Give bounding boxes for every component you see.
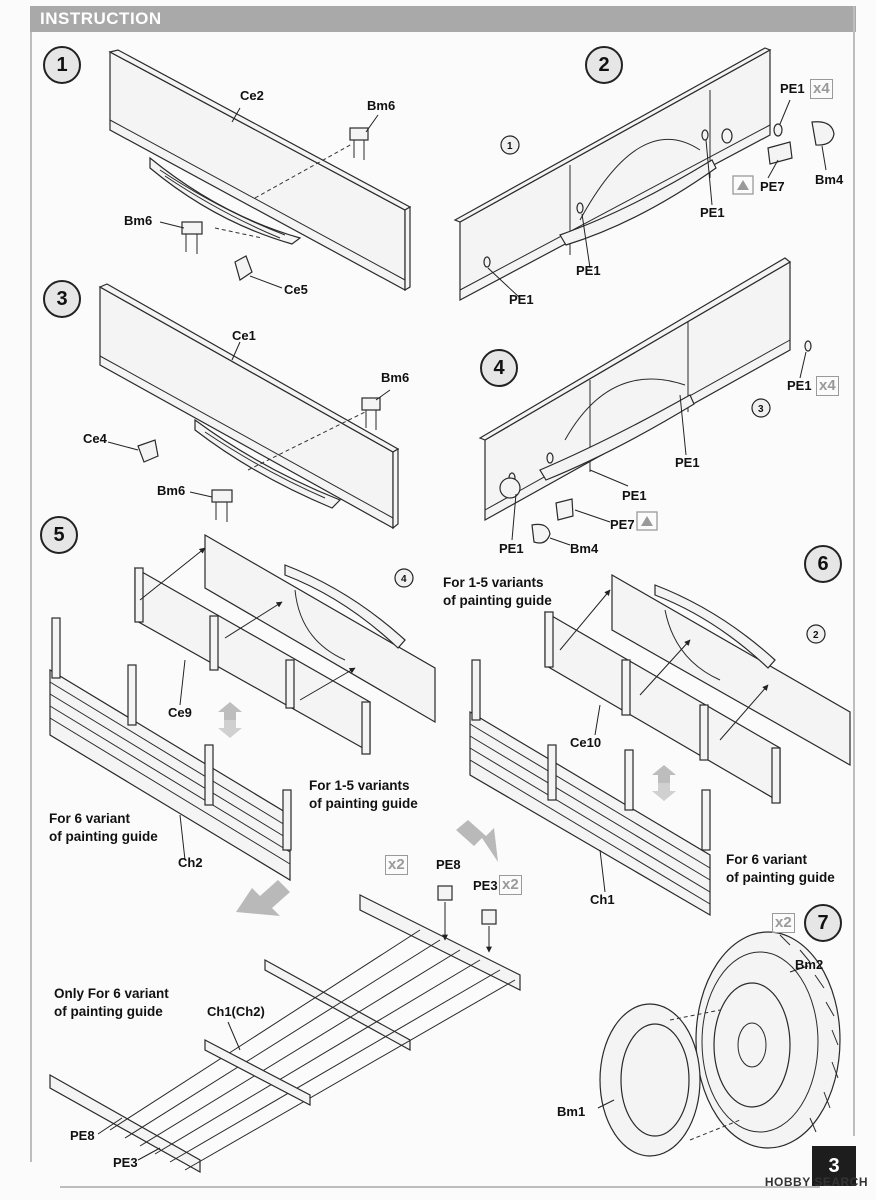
label-step3-bm6-top: Bm6 <box>381 370 410 385</box>
step1-drawing <box>108 49 412 292</box>
note-step6-variants: For 1-5 variants of painting guide <box>443 575 552 608</box>
label-step4-pe1-center: PE1 <box>622 488 647 503</box>
label-step4-bm4: Bm4 <box>570 541 599 556</box>
label-floor-pe8-top: PE8 <box>436 857 461 872</box>
label-step2-pe7: PE7 <box>760 179 785 194</box>
label-step2-pe1-right: PE1 <box>780 81 805 96</box>
note-step5-variants: For 1-5 variants of painting guide <box>309 778 418 811</box>
step-badge-1: 1 <box>43 46 81 84</box>
floor-qty-pe3: x2 <box>499 875 522 895</box>
label-step2-pe1-center: PE1 <box>576 263 601 278</box>
note-step6-variant6: For 6 variant of painting guide <box>726 852 835 885</box>
step-badge-2: 2 <box>585 46 623 84</box>
label-step4-pe7: PE7 <box>610 517 635 532</box>
step2-subref: 1 <box>507 141 513 152</box>
label-bm1: Bm1 <box>557 1104 586 1119</box>
label-step2-pe1-mid: PE1 <box>700 205 725 220</box>
step6-subref: 2 <box>813 630 819 641</box>
step2-drawing: 1 <box>453 47 835 301</box>
label-floor-pe3-top: PE3 <box>473 878 498 893</box>
label-ce4: Ce4 <box>83 431 107 446</box>
label-step2-bm4: Bm4 <box>815 172 844 187</box>
guide-arrow-right <box>456 820 498 862</box>
label-step4-pe1-right: PE1 <box>787 378 812 393</box>
label-ch1: Ch1 <box>590 892 615 907</box>
header-bar: INSTRUCTION <box>30 6 856 32</box>
label-ce1: Ce1 <box>232 328 256 343</box>
frame-left-border <box>30 32 32 1162</box>
label-floor-pe3-bottom: PE3 <box>113 1155 138 1170</box>
note-floor-variant6: Only For 6 variant of painting guide <box>54 986 169 1019</box>
step4-drawing: 3 <box>478 257 812 546</box>
step4-subref: 3 <box>758 404 764 415</box>
floor-drawing <box>49 885 521 1174</box>
label-bm6-top: Bm6 <box>367 98 396 113</box>
step7-qty: x2 <box>772 913 795 933</box>
label-step2-pe1-left: PE1 <box>509 292 534 307</box>
step-badge-4: 4 <box>480 349 518 387</box>
guide-arrow-left <box>236 880 290 916</box>
step6-drawing: 2 <box>469 573 851 917</box>
watermark: HOBBY SEARCH <box>764 1175 868 1189</box>
step4-qty: x4 <box>816 376 839 396</box>
label-step3-bm6-bottom: Bm6 <box>157 483 186 498</box>
label-ch1-ch2: Ch1(Ch2) <box>207 1004 265 1019</box>
label-bm2: Bm2 <box>795 957 824 972</box>
step5-sideboard <box>49 617 292 882</box>
label-ce2: Ce2 <box>240 88 264 103</box>
frame-bottom-border <box>60 1186 820 1188</box>
step3-drawing <box>98 283 400 530</box>
note-step5-variant6: For 6 variant of painting guide <box>49 811 158 844</box>
frame-right-border <box>853 6 855 1136</box>
page-number: 3 <box>812 1146 856 1186</box>
label-step4-pe1-mid: PE1 <box>675 455 700 470</box>
label-ch2: Ch2 <box>178 855 203 870</box>
header-title: INSTRUCTION <box>40 9 162 28</box>
step6-sideboard <box>469 659 711 917</box>
step-badge-3: 3 <box>43 280 81 318</box>
step-badge-5: 5 <box>40 516 78 554</box>
step-badge-7: 7 <box>804 904 842 942</box>
label-ce9: Ce9 <box>168 705 192 720</box>
label-floor-pe8-bottom: PE8 <box>70 1128 95 1143</box>
label-step4-pe1-left: PE1 <box>499 541 524 556</box>
label-ce10: Ce10 <box>570 735 602 750</box>
floor-qty-pe8: x2 <box>385 855 408 875</box>
step5-drawing: 4 <box>49 533 436 882</box>
step5-subref: 4 <box>401 574 407 585</box>
step-badge-6: 6 <box>804 545 842 583</box>
label-ce5: Ce5 <box>284 282 308 297</box>
step7-drawing <box>597 931 841 1157</box>
step2-qty: x4 <box>810 79 833 99</box>
label-bm6-bottom: Bm6 <box>124 213 153 228</box>
